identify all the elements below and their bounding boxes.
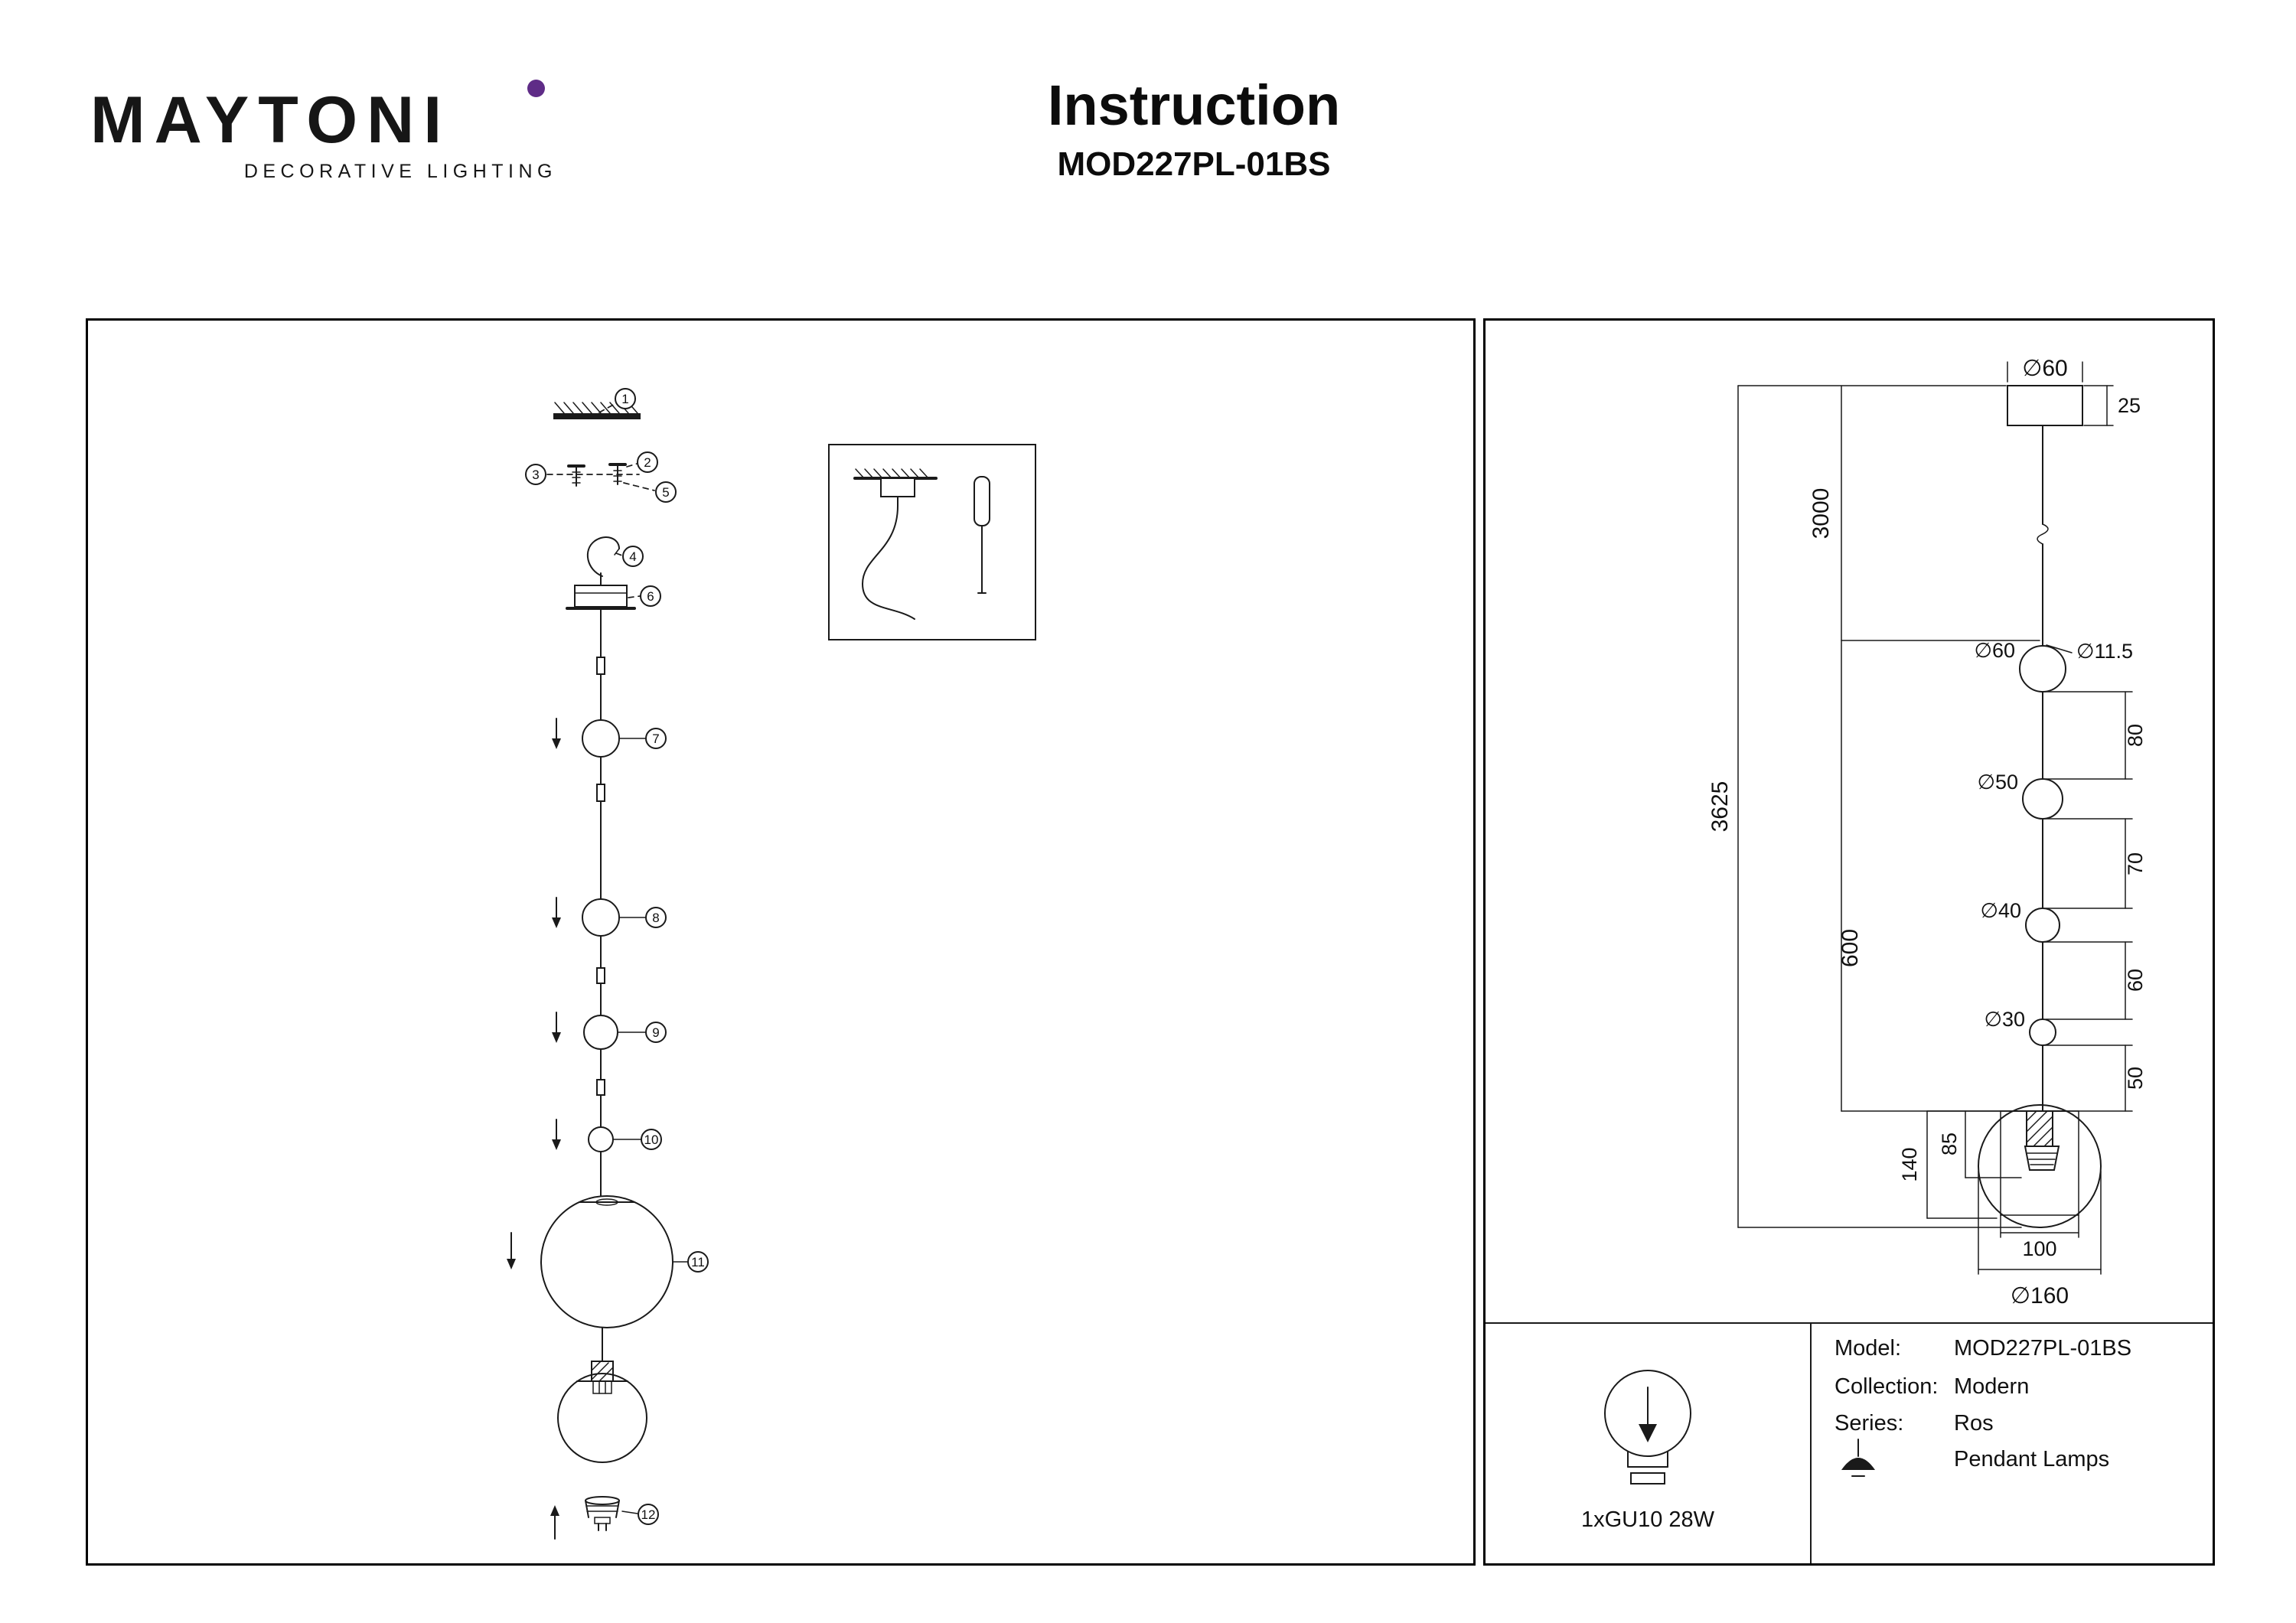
brand-text: MAYTONI (90, 83, 452, 157)
dim-ball1: ∅60 (1974, 639, 2015, 662)
arrow-down-2 (552, 897, 561, 928)
dim-ball4: ∅30 (1984, 1008, 2025, 1031)
dim-ball3: ∅40 (1980, 899, 2021, 922)
collection-value: Modern (1954, 1374, 2029, 1399)
callout-11-number: 11 (691, 1255, 705, 1269)
callout-2: 2 (637, 451, 658, 473)
callout-10: 10 (641, 1129, 662, 1150)
dim-shade-measures: 85 140 100 ∅160 (1898, 1110, 2102, 1309)
dim-shade-height: 140 (1898, 1147, 1921, 1181)
collection-label: Collection: (1835, 1374, 1938, 1399)
dim-shade-diameter: ∅160 (2011, 1283, 2069, 1309)
dim-cable-length: 3000 (1808, 488, 1834, 539)
dim-gaps-right: 80 70 60 50 (2045, 691, 2147, 1112)
model-label: Model: (1835, 1336, 1901, 1361)
arrow-down-4 (552, 1119, 561, 1150)
callout-4: 4 (622, 546, 644, 567)
screwdriver-icon (974, 476, 990, 594)
dim-canopy: ∅60 25 (2007, 356, 2141, 426)
series-value: Ros (1954, 1411, 1994, 1436)
title-block: Instruction MOD227PL-01BS (872, 73, 1515, 184)
arrow-down-5 (507, 1232, 516, 1269)
callout-6: 6 (640, 585, 661, 607)
dim-socket-depth: 85 (1938, 1133, 1961, 1155)
ball-7 (582, 719, 620, 758)
ball-8 (582, 898, 620, 937)
assembly-panel: 1 3 2 (86, 318, 1476, 1566)
dimension-diagram: ∅60 25 3000 3625 (1486, 356, 2213, 1563)
assembly-diagram: 1 3 2 (507, 388, 1036, 1540)
callout-3-number: 3 (532, 468, 539, 482)
hook (587, 536, 620, 577)
bulb-icon (1604, 1370, 1691, 1484)
callout-6-number: 6 (647, 589, 654, 604)
category-value: Pendant Lamps (1954, 1447, 2109, 1471)
callout-4-number: 4 (629, 549, 636, 564)
dim-gap4: 50 (2124, 1067, 2147, 1090)
lamp-spec: 1xGU10 28W (1581, 1507, 1715, 1532)
ceiling-bracket (553, 402, 641, 419)
pendant-lamp-icon (1841, 1439, 1875, 1477)
brand-subtitle: DECORATIVE LIGHTING (243, 161, 557, 183)
cable (861, 505, 915, 620)
callout-5-number: 5 (662, 485, 669, 500)
glass-shade (540, 1195, 673, 1328)
callout-11: 11 (687, 1251, 709, 1273)
callout-2-number: 2 (644, 455, 651, 470)
callout-9-number: 9 (652, 1025, 659, 1040)
page-model: MOD227PL-01BS (1057, 145, 1331, 183)
ball-9 (583, 1015, 618, 1050)
dim-lines-left: 3000 3625 600 (1707, 385, 2040, 1228)
arrow-up-bulb (550, 1505, 559, 1540)
callout-3: 3 (525, 464, 546, 485)
dim-gap1: 80 (2124, 724, 2147, 747)
maytoni-logo: MAYTONI DECORATIVE LIGHTING (90, 80, 557, 183)
callout-8: 8 (645, 907, 667, 928)
callout-1-number: 1 (621, 392, 628, 406)
arrow-down-1 (552, 718, 561, 749)
dim-gap2: 70 (2124, 852, 2147, 875)
dim-canopy-diameter: ∅60 (2022, 356, 2068, 381)
brand-dot-icon (527, 80, 545, 97)
dim-gap3: 60 (2124, 969, 2147, 992)
callout-12-number: 12 (641, 1507, 656, 1522)
dim-shade (1978, 1104, 2102, 1228)
canopy (566, 572, 636, 610)
dim-rod-diameter: ∅11.5 (2076, 640, 2133, 663)
callout-12: 12 (638, 1504, 659, 1525)
ball-10 (588, 1126, 614, 1152)
suspension-cable (2037, 425, 2049, 1112)
brand-name: MAYTONI (90, 80, 557, 157)
dim-inner-width: 100 (2022, 1237, 2056, 1260)
page-title: Instruction (1047, 73, 1341, 137)
gu10-bulb (585, 1496, 620, 1531)
dim-total-height: 3625 (1707, 781, 1733, 833)
callout-7: 7 (645, 728, 667, 749)
callout-10-number: 10 (644, 1133, 659, 1147)
callout-8-number: 8 (652, 911, 659, 925)
series-label: Series: (1835, 1411, 1903, 1436)
callout-7-number: 7 (652, 732, 659, 746)
dim-rod-section: 600 (1838, 929, 1863, 967)
detail-inset (828, 444, 1036, 640)
dimension-panel: ∅60 25 3000 3625 (1483, 318, 2215, 1566)
dim-ball2: ∅50 (1977, 771, 2018, 794)
model-info: Model: MOD227PL-01BS Collection: Modern … (1835, 1336, 2131, 1477)
arrow-down-3 (552, 1012, 561, 1043)
shade-with-socket (557, 1327, 647, 1463)
mounting-screws (546, 463, 640, 487)
dim-canopy-height: 25 (2118, 394, 2141, 417)
dim-balls: ∅60 ∅50 ∅40 ∅30 ∅11.5 (1974, 639, 2133, 1046)
model-value: MOD227PL-01BS (1954, 1336, 2131, 1361)
callout-9: 9 (645, 1022, 667, 1043)
callout-1: 1 (615, 388, 636, 409)
callout-5: 5 (655, 481, 677, 503)
